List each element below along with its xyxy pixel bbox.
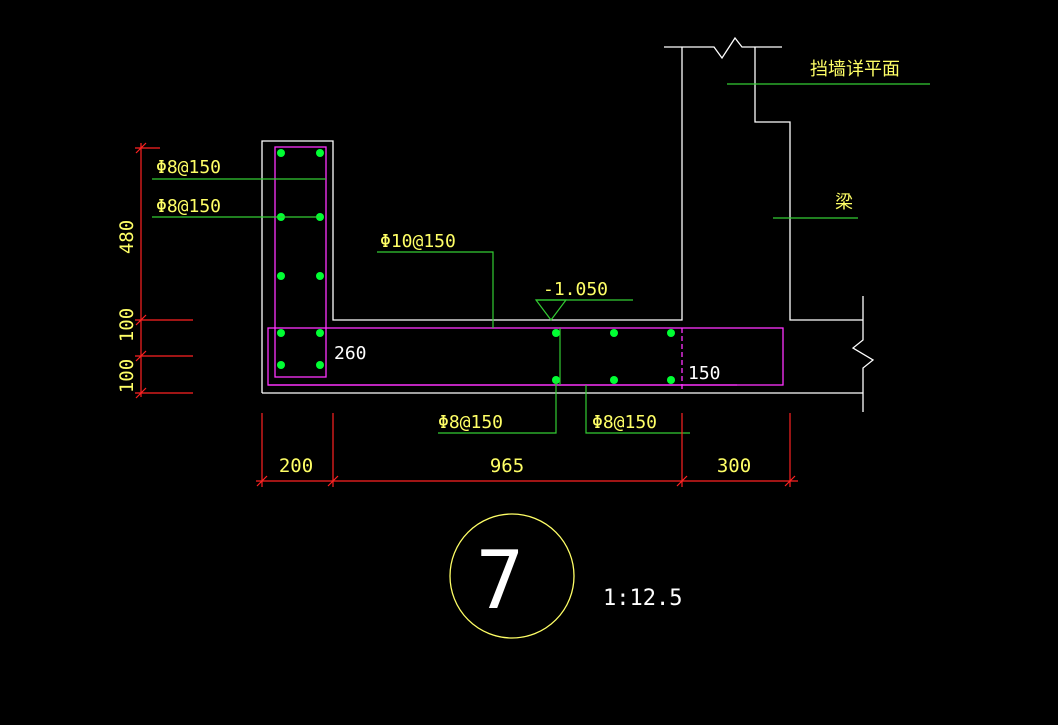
rebar-dot — [667, 329, 675, 337]
rebar-dot — [316, 361, 324, 369]
label-retaining-wall-plan: 挡墙详平面 — [810, 59, 900, 80]
rebar-dots — [277, 149, 675, 384]
dim-tick — [676, 475, 688, 487]
dim-tick — [135, 387, 147, 399]
right-break-line — [851, 296, 875, 412]
dim-tick — [784, 475, 796, 487]
label-beam: 梁 — [835, 192, 853, 213]
top-break-line — [664, 36, 782, 60]
wall-stirrup — [274, 146, 327, 378]
beam-outline — [754, 47, 863, 321]
dimensions — [135, 142, 798, 487]
rebar-dot — [610, 376, 618, 384]
label-wall-vertical-upper: Φ8@150 — [156, 157, 221, 178]
label-elevation: -1.050 — [543, 279, 608, 300]
dimension-labels: 200 965 300 480 100 100 — [116, 220, 751, 477]
leader-slab-top — [377, 251, 494, 328]
dim-text-100-upper: 100 — [116, 308, 138, 342]
label-edge-thickness: 150 — [688, 363, 721, 384]
detail-tag: 7 1:12.5 — [449, 513, 682, 639]
detail-scale: 1:12.5 — [603, 586, 682, 611]
retaining-wall-outline — [261, 47, 683, 393]
rebar-dot — [316, 149, 324, 157]
concrete-outline — [261, 36, 875, 412]
label-wall-vertical-lower: Φ8@150 — [156, 196, 221, 217]
rebar-lines — [267, 146, 784, 390]
leader-lines — [152, 83, 930, 434]
leader-slab-bottom-left — [438, 380, 557, 434]
detail-number: 7 — [476, 534, 524, 627]
elevation-marker — [534, 299, 568, 321]
label-slab-bottom-right: Φ8@150 — [592, 412, 657, 433]
rebar-dot — [667, 376, 675, 384]
dim-text-100-lower: 100 — [116, 359, 138, 393]
label-slab-thickness: 260 — [334, 343, 367, 364]
dim-tick — [135, 350, 147, 362]
rebar-dot — [277, 272, 285, 280]
dim-tick — [327, 475, 339, 487]
rebar-dot — [316, 329, 324, 337]
leader-slab-bottom-right — [585, 385, 690, 434]
label-slab-bottom-left: Φ8@150 — [438, 412, 503, 433]
thickness-labels: 260 150 — [334, 343, 721, 384]
rebar-dot — [552, 329, 560, 337]
rebar-dot — [316, 272, 324, 280]
dim-tick — [135, 314, 147, 326]
rebar-dot — [610, 329, 618, 337]
rebar-dot — [277, 149, 285, 157]
detail-circle — [449, 513, 575, 639]
dim-tick — [256, 475, 268, 487]
dim-tick — [135, 142, 147, 154]
dim-text-300: 300 — [717, 455, 751, 477]
label-slab-top: Φ10@150 — [380, 231, 456, 252]
dim-text-480: 480 — [116, 220, 138, 254]
annotation-labels: Φ8@150 Φ8@150 Φ10@150 -1.050 Φ8@150 Φ8@1… — [156, 59, 900, 433]
rebar-dot — [277, 361, 285, 369]
dim-text-200: 200 — [279, 455, 313, 477]
rebar-dot — [277, 329, 285, 337]
dim-text-965: 965 — [490, 455, 524, 477]
